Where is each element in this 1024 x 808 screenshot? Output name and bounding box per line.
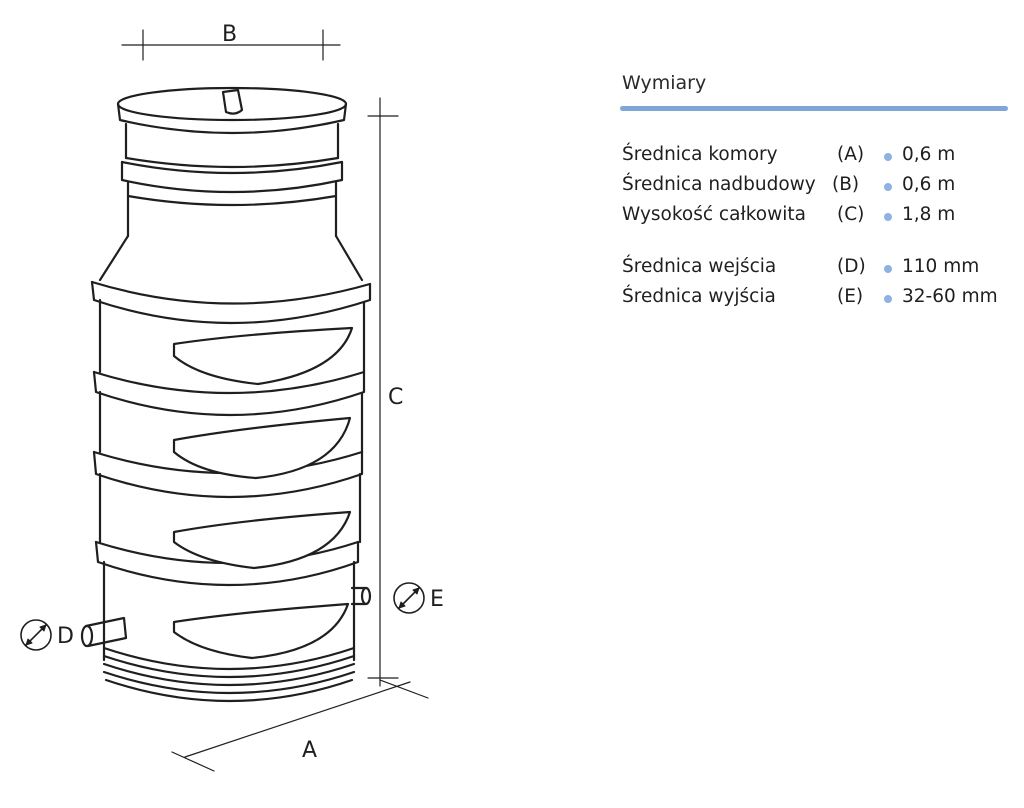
spec-letter: (B) xyxy=(832,174,860,195)
dimension-c-label: C xyxy=(388,385,403,410)
dimension-a-label: A xyxy=(302,738,317,763)
spec-letter: (C) xyxy=(837,204,865,225)
tank-body xyxy=(90,86,372,703)
inlet-pipe xyxy=(80,616,128,648)
spec-letter: (D) xyxy=(837,256,866,277)
diameter-e-label: E xyxy=(430,587,444,612)
bullet-icon xyxy=(884,183,892,191)
diameter-d-icon xyxy=(20,619,52,651)
spec-value: 0,6 m xyxy=(902,174,956,195)
bullet-icon xyxy=(884,213,892,221)
title-underline xyxy=(620,106,1008,111)
spec-letter: (E) xyxy=(837,286,864,307)
bullet-icon xyxy=(884,265,892,273)
dimension-c: C xyxy=(367,97,403,687)
diameter-d-label: D xyxy=(57,624,74,649)
spec-name: Średnica komory xyxy=(622,144,778,165)
spec-name: Średnica wyjścia xyxy=(622,286,776,307)
dimension-b: B xyxy=(121,22,341,61)
spec-value: 0,6 m xyxy=(902,144,956,165)
dimensions-title: Wymiary xyxy=(622,72,707,94)
bullet-icon xyxy=(884,153,892,161)
spec-letter: (A) xyxy=(837,144,865,165)
spec-value: 32-60 mm xyxy=(902,286,998,307)
dimension-b-label: B xyxy=(222,22,237,47)
outlet-pipe xyxy=(350,586,372,606)
dimension-a: A xyxy=(171,679,429,772)
spec-value: 110 mm xyxy=(902,256,980,277)
spec-value: 1,8 m xyxy=(902,204,956,225)
spec-name: Wysokość całkowita xyxy=(622,204,806,225)
spec-name: Średnica nadbudowy xyxy=(622,174,816,195)
bullet-icon xyxy=(884,295,892,303)
spec-name: Średnica wejścia xyxy=(622,256,777,277)
dimensions-panel: Wymiary Średnica komory (A) 0,6 m Średni… xyxy=(620,72,1010,307)
diameter-e-icon xyxy=(393,582,425,614)
